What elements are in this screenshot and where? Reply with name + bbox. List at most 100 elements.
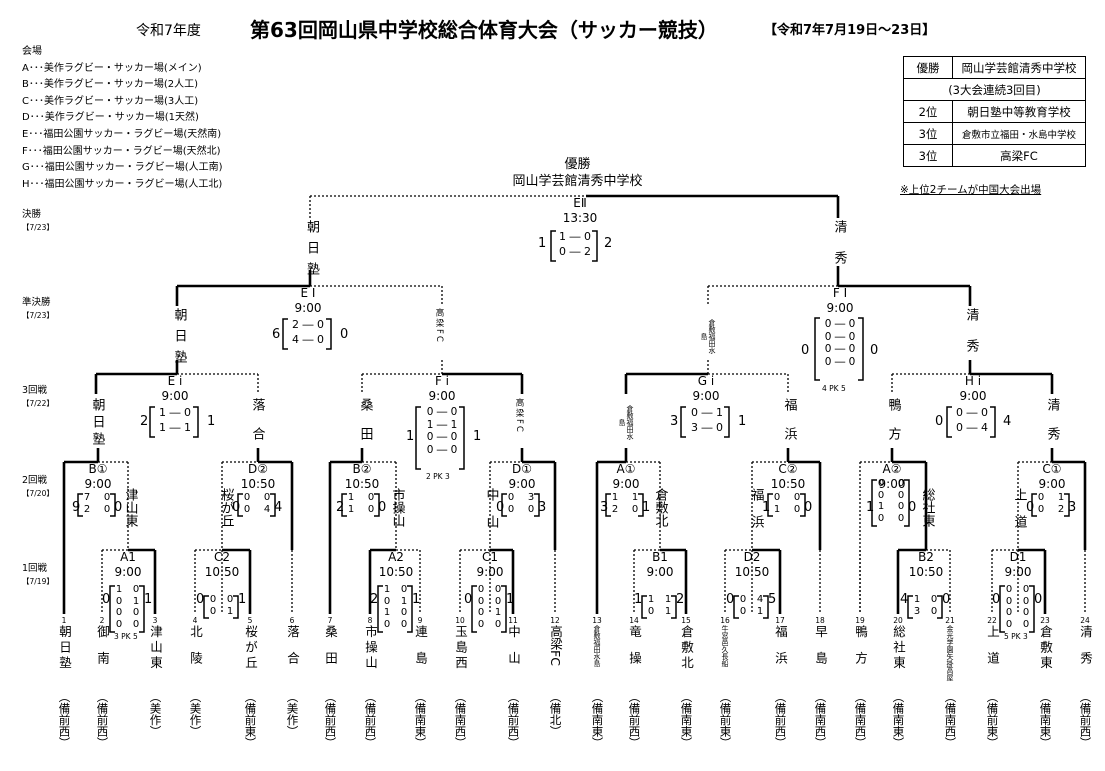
half-score: 1 ― 0: [559, 230, 591, 243]
half-scores: 0 ― 1 3 ― 0: [684, 406, 730, 435]
score-bracket: [550, 230, 556, 262]
team-label: 桑田: [357, 398, 373, 456]
half-score: 0: [209, 594, 217, 605]
team-district: （備前西）: [773, 691, 788, 771]
score-right: 1: [738, 414, 747, 429]
finalist-right: 清秀: [830, 220, 847, 282]
half-score: 2: [611, 503, 619, 515]
team-name: 清秀: [1078, 625, 1093, 678]
round-name: 決勝: [22, 209, 42, 220]
match-code: EⅡ: [573, 196, 587, 210]
score-left: 3: [600, 500, 609, 515]
team-number: 22: [987, 616, 997, 625]
paren-close: ）: [57, 737, 72, 749]
r2-team: 津山東: [121, 488, 138, 527]
team-number: 20: [893, 616, 903, 625]
team-district: （備前東）: [718, 691, 733, 771]
team-name: 福浜: [773, 625, 788, 678]
match-code: C②: [778, 462, 798, 476]
paren-open: （: [243, 691, 258, 703]
match-code: C1: [481, 550, 498, 564]
score-bracket: [641, 595, 647, 619]
district-text: 備南西: [453, 702, 468, 738]
score-left: 0: [1026, 500, 1035, 515]
half-score: 7: [83, 492, 91, 503]
match-code: D2: [743, 550, 761, 564]
half-score: 0: [494, 595, 502, 607]
team-name: 倉敷北: [679, 625, 694, 672]
paren-close: ）: [453, 737, 468, 749]
team-label: 総社東: [919, 488, 935, 527]
paren-close: ）: [1078, 737, 1093, 749]
team-label: 上道: [1011, 488, 1027, 542]
district-text: 美作: [285, 702, 300, 726]
half-score: 0 ― 0: [426, 443, 458, 456]
score-left: 0: [935, 414, 944, 429]
team-district: （備前西）: [627, 691, 642, 771]
pk-score: 2 PK 3: [426, 472, 450, 481]
half-score: 0: [115, 607, 123, 618]
team-label: 朝日塾: [304, 220, 319, 283]
district-text: 備前西: [323, 702, 338, 738]
half-score: 0: [631, 503, 639, 515]
score-left: 2: [140, 414, 149, 429]
team-label: 朝日塾: [171, 308, 187, 371]
sf-team: 朝日塾: [170, 308, 187, 371]
score-right: 2: [676, 592, 685, 607]
half-score: 0: [1005, 584, 1013, 595]
match-code: D②: [248, 462, 268, 476]
half-score: 1: [756, 605, 764, 617]
half-score: 0: [367, 503, 375, 515]
paren-open: （: [985, 691, 1000, 703]
venue-item: B･･･美作ラグビー・サッカー場(2人工): [22, 79, 199, 91]
page-title: 令和7年度 第63回岡山県中学校総合体育大会（サッカー競技） 【令和7年7月19…: [0, 14, 1105, 42]
paren-open: （: [413, 691, 428, 703]
score-right: 0: [908, 500, 917, 515]
half-score: 0: [477, 584, 485, 595]
half-score: 0 ― 0: [824, 343, 856, 355]
score-bracket: [237, 493, 243, 517]
half-scores: 2 ― 0 4 ― 0: [285, 318, 331, 347]
match-time: 9:00: [1004, 565, 1032, 579]
match-code: D①: [512, 462, 532, 476]
team-number: 19: [855, 616, 865, 625]
half-score: 0: [132, 584, 140, 595]
score-bracket: [999, 585, 1005, 633]
match-code: F i: [434, 374, 450, 388]
match-final: EⅡ 13:30: [540, 196, 620, 226]
score-bracket: [871, 479, 877, 527]
district-text: 備南東: [590, 702, 605, 738]
team-district: （備前東）: [985, 691, 1000, 771]
half-score: 0: [103, 492, 111, 503]
paren-open: （: [548, 691, 563, 703]
score-right: 3: [1068, 500, 1077, 515]
district-text: 備前西: [95, 702, 110, 738]
half-score: 0: [647, 605, 655, 617]
team-name: 上道: [985, 625, 1000, 678]
score-bracket: [374, 493, 380, 517]
match-code: B①: [88, 462, 108, 476]
half-score: 1 ― 1: [159, 420, 191, 434]
paren-close: ）: [243, 737, 258, 749]
score-bracket: [501, 585, 507, 633]
venue-item: C･･･美作ラグビー・サッカー場(3人工): [22, 95, 199, 107]
r2-team: 福浜: [747, 488, 764, 542]
half-score: 0: [877, 478, 885, 489]
half-score: 2: [83, 503, 91, 515]
